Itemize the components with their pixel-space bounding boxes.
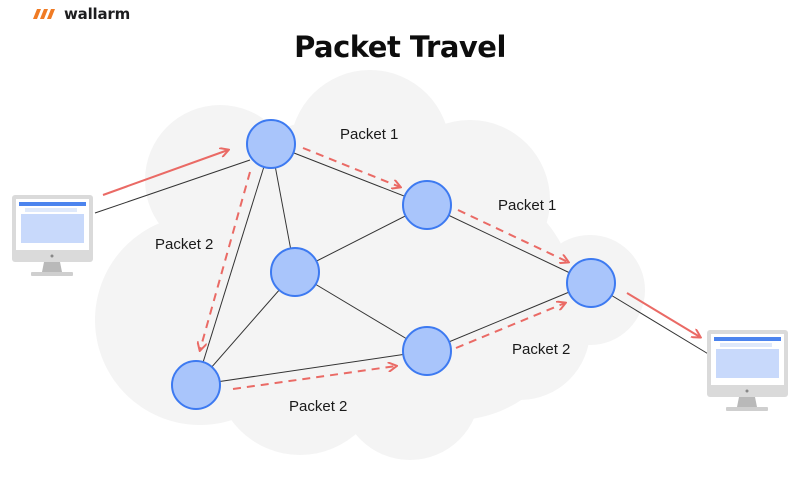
link-nodeC-nodeD [294,271,428,352]
packet2-label-right: Packet 2 [512,341,570,358]
packet1-label-top: Packet 1 [340,126,398,143]
route-packet1-nodeA-nodeB-arrow [302,147,400,187]
page-title: Packet Travel [294,30,506,64]
link-sender-nodeA [94,159,251,214]
brand-logo: wallarm [32,5,130,23]
network-node-d [402,326,452,376]
network-node-c [270,247,320,297]
link-nodeE-nodeD [195,350,428,386]
wallarm-logo-icon [33,9,55,19]
route-nodeF-to-receiver-arrow [626,292,700,337]
network-node-b [402,180,452,230]
route-packet2-nodeA-nodeE-arrow [200,171,251,350]
packet2-label-bottom: Packet 2 [289,398,347,415]
link-nodeB-nodeF [426,204,592,284]
network-node-a [246,119,296,169]
route-sender-to-nodeA-arrow [102,150,228,196]
network-nodes [171,119,616,410]
link-nodeD-nodeF [426,282,592,352]
link-nodeC-nodeE [195,271,296,386]
packet2-label-left: Packet 2 [155,236,213,253]
route-packet2-nodeD-nodeF-arrow [455,303,565,349]
route-packet1-nodeB-nodeF-arrow [457,209,568,262]
sender-computer-icon [12,195,93,276]
packet1-label-right: Packet 1 [498,197,556,214]
link-nodeA-nodeE [195,143,272,386]
receiver-computer-icon [707,330,788,411]
network-node-f [566,258,616,308]
brand-name: wallarm [64,5,131,23]
packet-routes [102,147,700,390]
link-nodeA-nodeB [270,143,428,206]
network-node-e [171,360,221,410]
